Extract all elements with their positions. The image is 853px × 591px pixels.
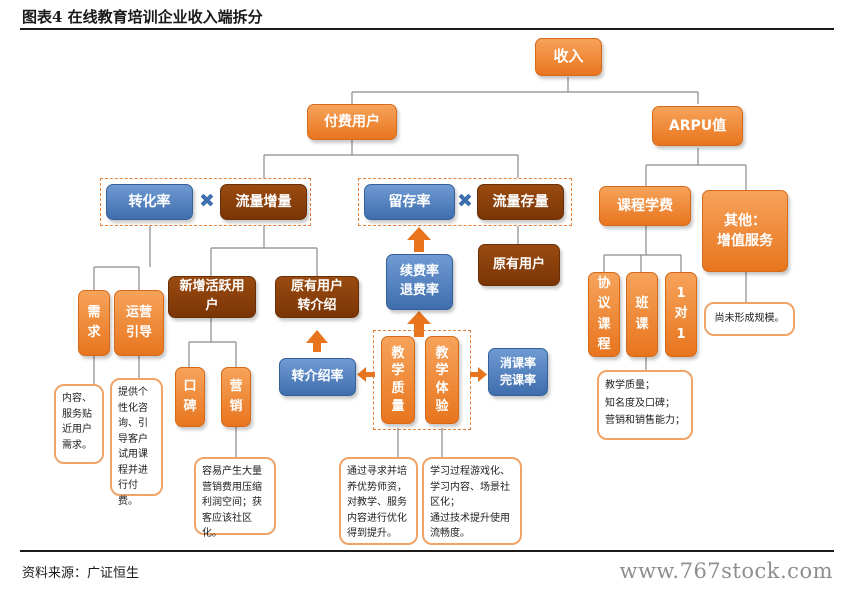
teaching-quality-note: 通过寻求并培 养优势师资， 对教学、服务 内容进行优化 得到提升。 (339, 457, 418, 545)
retention-stock-group (358, 178, 572, 226)
multiply-icon: ✖ (457, 190, 473, 212)
teaching-quality-node: 教 学 质 量 (381, 336, 415, 424)
course-fee-note: 教学质量； 知名度及口碑； 营销和销售能力； (597, 370, 693, 440)
traffic-growth-node: 流量增量 (220, 184, 307, 220)
consumption-rate-node: 消课率 完课率 (488, 348, 548, 396)
marketing-note: 容易产生大量 营销费用压缩 利润空间；获 客应该社区化。 (194, 457, 276, 539)
traffic-stock-node: 流量存量 (477, 184, 564, 220)
agreement-course-node: 协 议 课 程 (588, 272, 620, 357)
multiply-icon: ✖ (199, 190, 215, 212)
top-rule (20, 28, 834, 30)
operations-node: 运营 引导 (114, 290, 164, 356)
figure-title: 图表4 在线教育培训企业收入端拆分 (22, 8, 263, 26)
demand-node: 需 求 (78, 290, 110, 356)
demand-note: 内容、 服务贴 近用户 需求。 (54, 384, 104, 464)
word-of-mouth-node: 口 碑 (175, 367, 205, 427)
conversion-traffic-group (100, 178, 311, 226)
course-fee-node: 课程学费 (599, 186, 691, 226)
existing-users-node: 原有用户 (478, 244, 560, 286)
watermark: www.767stock.com (619, 559, 833, 583)
referral-rate-node: 转介绍率 (279, 358, 356, 396)
bottom-rule (20, 550, 834, 552)
other-income-node: 其他： 增值服务 (702, 190, 788, 272)
arpu-node: ARPU值 (652, 106, 743, 146)
other-income-note: 尚未形成规模。 (704, 302, 795, 336)
retention-rate-node: 留存率 (364, 184, 455, 220)
quality-experience-group (373, 330, 471, 430)
teaching-experience-node: 教 学 体 验 (425, 336, 459, 424)
referral-existing-node: 原有用户 转介绍 (275, 276, 359, 318)
operations-note: 提供个 性化咨 询、引 导客户 试用课 程并进 行付费。 (110, 378, 163, 507)
one-on-one-node: 1 对 1 (665, 272, 697, 357)
teaching-experience-note: 学习过程游戏化、 学习内容、场景社 区化； 通过技术提升使用 流畅度。 (422, 457, 522, 545)
conversion-rate-node: 转化率 (106, 184, 193, 220)
revenue-node: 收入 (535, 38, 602, 76)
paying-users-node: 付费用户 (307, 104, 397, 140)
class-course-node: 班 课 (626, 272, 658, 357)
source-caption: 资料来源：广证恒生 (22, 566, 140, 581)
marketing-node: 营 销 (221, 367, 251, 427)
renewal-refund-node: 续费率 退费率 (386, 254, 453, 310)
new-active-users-node: 新增活跃用 户 (168, 276, 256, 318)
